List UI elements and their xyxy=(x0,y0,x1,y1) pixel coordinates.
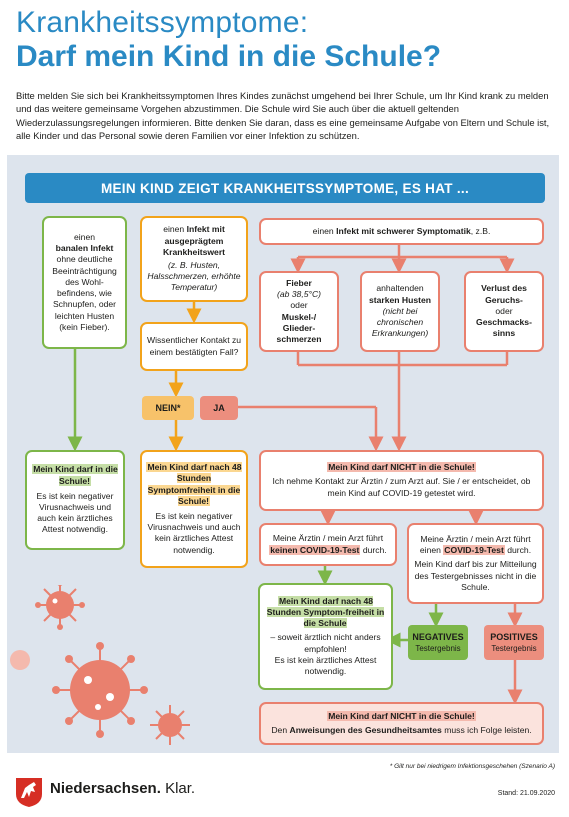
result-green-text: Es ist kein negativer Virusnachweis und … xyxy=(36,490,114,535)
box-no-test-hl: keinen COVID-19-Test xyxy=(269,544,361,555)
result-final-post: muss ich Folge leisten. xyxy=(444,724,532,735)
box-ausgepraegt-bold: Infekt mit ausgeprägtem Krankheitswert xyxy=(162,224,226,257)
intro-text: Bitte melden Sie sich bei Krankheitssymp… xyxy=(16,90,550,142)
footnote: * Gilt nur bei niedrigem Infektionsgesch… xyxy=(389,763,555,770)
box-fieber-bold1: Fieber xyxy=(286,277,312,288)
result-final-pre: Den xyxy=(271,724,288,735)
box-schwer-bold: Infekt mit schwerer Symptomatik xyxy=(336,225,471,236)
box-fieber-mid: oder xyxy=(290,300,308,311)
tag-negativ-label: NEGATIVES xyxy=(412,631,464,642)
title-line2: Darf mein Kind in die Schule? xyxy=(16,40,442,73)
symptom-banner: MEIN KIND ZEIGT KRANKHEITSSYMPTOME, ES H… xyxy=(25,173,545,203)
result-orange-title: Mein Kind darf nach 48 Stunden Symptomfr… xyxy=(146,462,242,506)
box-test-pre: Meine Ärztin / mein Arzt führt einen xyxy=(419,533,531,556)
box-banal-pre: einen xyxy=(73,232,96,243)
logo-name: Niedersachsen. xyxy=(50,780,161,797)
virus-illustration xyxy=(10,585,190,745)
tag-positiv-sub: Testergebnis xyxy=(491,643,537,653)
box-banal-bold: banalen Infekt xyxy=(55,243,114,254)
box-husten-italic: (nicht bei chronischen Erkrankungen) xyxy=(371,305,429,339)
box-ausgepraegt-pre: einen xyxy=(163,224,185,235)
tag-positiv-label: POSITIVES xyxy=(490,631,538,642)
title-line1: Krankheitssymptome: xyxy=(16,6,309,39)
logo-wordmark: Niedersachsen. Klar. xyxy=(50,780,195,797)
box-fieber-italic: (ab 38,5°C) xyxy=(276,289,322,300)
result-orange-text: Es ist kein negativer Virusnachweis und … xyxy=(147,511,241,555)
result-red-text: Ich nehme Kontakt zur Ärztin / zum Arzt … xyxy=(272,476,531,498)
box-test: Meine Ärztin / mein Arzt führt einen COV… xyxy=(407,523,544,604)
niedersachsen-horse-icon xyxy=(16,778,42,807)
pill-ja: JA xyxy=(200,396,238,420)
result-darf-in-schule: Mein Kind darf in die Schule! Es ist kei… xyxy=(25,450,125,550)
result-red-title: Mein Kind darf NICHT in die Schule! xyxy=(327,462,476,473)
logo-claim: Klar. xyxy=(165,780,196,797)
box-geruch-mid: oder xyxy=(495,305,513,316)
result-green2-title: Mein Kind darf nach 48 Stunden Symptom-f… xyxy=(266,595,385,629)
box-no-test-post: durch. xyxy=(362,544,387,555)
box-kein-test: Meine Ärztin / mein Arzt führt keinen CO… xyxy=(259,523,397,566)
box-husten: anhaltenden starken Husten (nicht bei ch… xyxy=(360,271,440,352)
result-final: Mein Kind darf NICHT in die Schule! Den … xyxy=(259,702,544,745)
stand-date: Stand: 21.09.2020 xyxy=(497,790,555,797)
result-green-title: Mein Kind darf in die Schule! xyxy=(32,464,118,486)
result-green2-text2: Es ist kein ärztliches Attest notwendig. xyxy=(274,654,377,676)
tag-negativ-sub: Testergebnis xyxy=(415,643,461,653)
box-test-text2: Mein Kind darf bis zur Mitteilung des Te… xyxy=(414,559,537,592)
box-test-post: durch. xyxy=(507,545,532,556)
tag-negativ: NEGATIVES Testergebnis xyxy=(408,625,468,660)
box-geruch-bold2: Geschmacks-sinns xyxy=(476,317,532,339)
box-geruchsverlust: Verlust des Geruchs- oder Geschmacks-sin… xyxy=(464,271,544,352)
result-48-stunden: Mein Kind darf nach 48 Stunden Symptomfr… xyxy=(140,450,248,568)
box-banal-rest: ohne deutliche Beeinträchtigung des Wohl… xyxy=(52,254,117,332)
tag-positiv: POSITIVES Testergebnis xyxy=(484,625,544,660)
box-kontakt-frage: Wissentlicher Kontakt zu einem bestätigt… xyxy=(140,322,248,371)
box-geruch-bold1: Verlust des Geruchs- xyxy=(481,283,527,305)
pill-nein: NEIN* xyxy=(142,396,194,420)
box-husten-pre: anhaltenden xyxy=(376,283,424,294)
box-fieber-bold2: Muskel-/ Glieder-schmerzen xyxy=(276,311,322,344)
result-nicht-in-schule: Mein Kind darf NICHT in die Schule! Ich … xyxy=(259,450,544,511)
result-48-stunden-2: Mein Kind darf nach 48 Stunden Symptom-f… xyxy=(258,583,393,690)
box-schwer-pre: einen xyxy=(312,225,334,236)
box-schwer-post: , z.B. xyxy=(470,225,491,236)
result-green2-text1: – soweit ärztlich nicht anders empfohlen… xyxy=(270,632,381,654)
box-test-hl: COVID-19-Test xyxy=(443,545,505,556)
box-no-test-pre: Meine Ärztin / mein Arzt führt xyxy=(272,533,384,544)
box-ausgepraegter-infekt: einen Infekt mit ausgeprägtem Krankheits… xyxy=(140,216,248,302)
box-fieber: Fieber (ab 38,5°C) oder Muskel-/ Glieder… xyxy=(259,271,339,352)
result-final-bold: Anweisungen des Gesundheitsamtes xyxy=(289,724,442,735)
result-final-title: Mein Kind darf NICHT in die Schule! xyxy=(327,711,476,722)
box-banaler-infekt: einen banalen Infekt ohne deutliche Beei… xyxy=(42,216,127,349)
box-ausgepraegt-italic: (z. B. Husten, Halsschmerzen, erhöhte Te… xyxy=(147,260,241,293)
box-schwere-symptomatik: einen Infekt mit schwerer Symptomatik, z… xyxy=(259,218,544,245)
box-husten-bold: starken Husten xyxy=(368,294,432,305)
